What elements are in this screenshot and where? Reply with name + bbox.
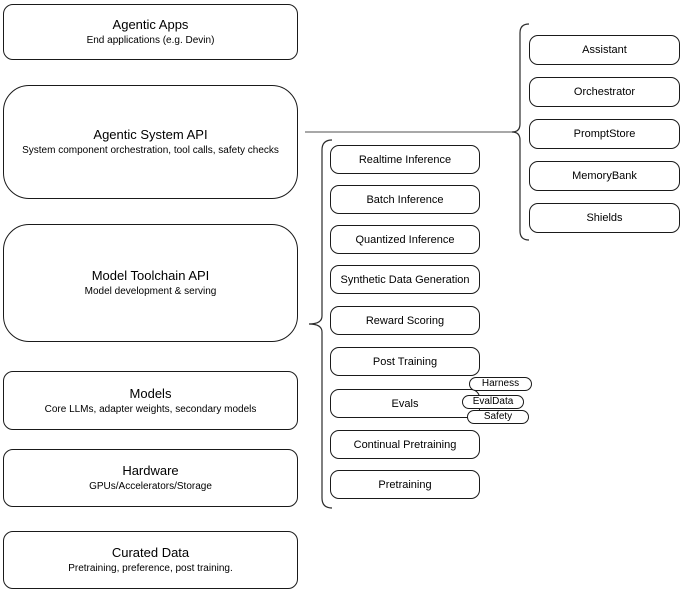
node-title: Models xyxy=(129,385,172,401)
node-evals: Evals xyxy=(330,389,480,418)
node-curated-data: Curated Data Pretraining, preference, po… xyxy=(3,531,298,589)
node-batch-inference: Batch Inference xyxy=(330,185,480,214)
node-synthetic-data-generation: Synthetic Data Generation xyxy=(330,265,480,294)
node-title: Agentic Apps xyxy=(112,17,189,32)
node-post-training: Post Training xyxy=(330,347,480,376)
node-subtitle: Model development & serving xyxy=(84,286,217,297)
node-reward-scoring: Reward Scoring xyxy=(330,306,480,335)
tag-harness: Harness xyxy=(469,377,532,391)
node-agentic-system-api: Agentic System API System component orch… xyxy=(3,85,298,199)
tag-safety: Safety xyxy=(467,410,529,424)
node-pretraining: Pretraining xyxy=(330,470,480,499)
node-memorybank: MemoryBank xyxy=(529,161,680,191)
node-subtitle: Pretraining, preference, post training. xyxy=(68,563,233,574)
node-subtitle: End applications (e.g. Devin) xyxy=(86,35,215,46)
node-assistant: Assistant xyxy=(529,35,680,65)
node-realtime-inference: Realtime Inference xyxy=(330,145,480,174)
toolchain-brace xyxy=(308,139,333,509)
node-subtitle: Core LLMs, adapter weights, secondary mo… xyxy=(44,403,257,415)
node-hardware: Hardware GPUs/Accelerators/Storage xyxy=(3,449,298,507)
node-title: Model Toolchain API xyxy=(91,268,210,283)
node-subtitle: System component orchestration, tool cal… xyxy=(22,145,279,156)
node-shields: Shields xyxy=(529,203,680,233)
tag-evaldata: EvalData xyxy=(462,395,524,409)
node-title: Agentic System API xyxy=(93,127,208,142)
system-components-brace xyxy=(511,23,530,241)
node-promptstore: PromptStore xyxy=(529,119,680,149)
node-quantized-inference: Quantized Inference xyxy=(330,225,480,254)
node-title: Hardware xyxy=(122,463,179,478)
node-agentic-apps: Agentic Apps End applications (e.g. Devi… xyxy=(3,4,298,60)
node-model-toolchain-api: Model Toolchain API Model development & … xyxy=(3,224,298,342)
node-title: Curated Data xyxy=(111,545,190,560)
node-orchestrator: Orchestrator xyxy=(529,77,680,107)
node-models: Models Core LLMs, adapter weights, secon… xyxy=(3,371,298,430)
node-continual-pretraining: Continual Pretraining xyxy=(330,430,480,459)
node-subtitle: GPUs/Accelerators/Storage xyxy=(89,481,212,492)
